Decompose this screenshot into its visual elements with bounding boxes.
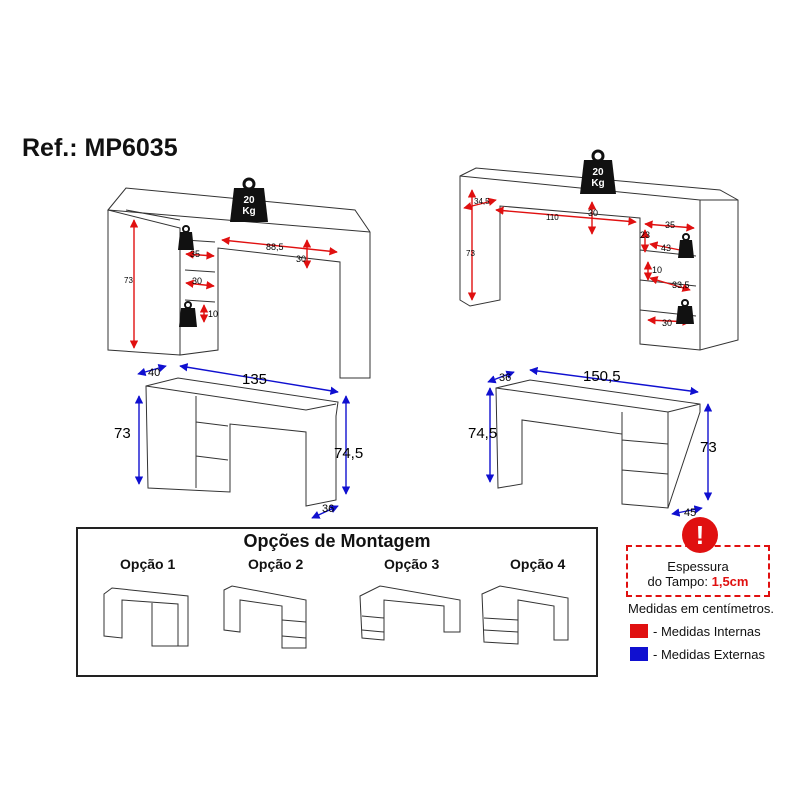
- weight-4kg-right-icon: [676, 299, 694, 324]
- right-internal-d4: 10: [652, 265, 662, 275]
- right-internal-dimensions: [463, 189, 695, 326]
- exclamation-icon: !: [682, 517, 718, 553]
- legend-external-swatch: [630, 647, 648, 661]
- right-external-view: [495, 379, 701, 509]
- right-internal-top-gap: 34,5: [474, 197, 490, 206]
- weight-20kg-right-icon: [580, 149, 616, 194]
- thickness-value: 1,5cm: [711, 574, 749, 589]
- right-internal-width: 110: [546, 213, 559, 222]
- left-external-view: [145, 377, 339, 507]
- option-4-label: Opção 4: [510, 556, 566, 572]
- right-external-height-right: 73: [700, 439, 717, 456]
- legend-external: - Medidas Externas: [630, 647, 765, 662]
- left-external-height-left: 73: [114, 425, 131, 442]
- right-internal-height: 73: [466, 249, 475, 258]
- weight-4kg-icon: [179, 301, 197, 327]
- right-external-height-left: 74,5: [468, 425, 497, 442]
- thickness-label: do Tampo:: [647, 574, 708, 589]
- reference-code: Ref.: MP6035: [22, 134, 178, 162]
- left-external-width: 135: [242, 371, 267, 388]
- left-external-depth: 40: [148, 367, 160, 379]
- right-internal-d2: 23: [640, 230, 650, 240]
- option-3-label: Opção 3: [384, 556, 440, 572]
- weight-8kg-icon: [178, 225, 194, 250]
- left-external-dimensions: [134, 363, 351, 519]
- legend-internal-swatch: [630, 624, 648, 638]
- left-internal-d2: 30: [192, 276, 202, 286]
- option-4-thumbnail: [481, 585, 569, 645]
- left-internal-d1: 35: [190, 249, 200, 259]
- option-2-thumbnail: [223, 585, 307, 649]
- option-3-thumbnail: [359, 585, 461, 641]
- right-external-width: 150,5: [583, 368, 621, 385]
- right-external-dimensions: [485, 366, 713, 517]
- left-internal-dimensions: [129, 219, 338, 349]
- option-1-label: Opção 1: [120, 556, 176, 572]
- option-2-label: Opção 2: [248, 556, 304, 572]
- left-internal-depth: 30: [296, 254, 306, 264]
- right-external-depth: 36: [499, 372, 511, 384]
- right-external-depth-bottom: 45: [684, 507, 696, 519]
- left-external-height-right: 74,5: [334, 445, 363, 462]
- right-internal-d5: 33,5: [672, 280, 690, 290]
- right-internal-d6: 30: [662, 318, 672, 328]
- legend-internal-label: - Medidas Internas: [653, 624, 761, 639]
- left-internal-view: [107, 187, 371, 379]
- weight-8kg-right-icon: [678, 233, 694, 258]
- right-internal-view: [459, 167, 739, 351]
- left-external-depth-bottom: 36: [322, 503, 334, 515]
- weight-20kg-icon: [230, 177, 268, 222]
- assembly-options-panel: Opções de Montagem Opção 1 Opção 2 Opção…: [76, 527, 598, 677]
- right-internal-d1: 35: [665, 220, 675, 230]
- left-internal-d3: 10: [208, 309, 218, 319]
- left-internal-width: 88,5: [266, 242, 284, 252]
- tabletop-thickness-box: Espessura do Tampo: 1,5cm: [626, 545, 770, 597]
- units-note: Medidas em centímetros.: [628, 601, 774, 616]
- option-1-thumbnail: [103, 587, 189, 647]
- thickness-line2: do Tampo: 1,5cm: [628, 574, 768, 589]
- thickness-line1: Espessura: [667, 559, 729, 574]
- right-internal-d3: 43: [661, 243, 671, 253]
- assembly-options-title: Opções de Montagem: [243, 531, 431, 551]
- legend-internal: - Medidas Internas: [630, 624, 761, 639]
- left-internal-height: 73: [124, 276, 133, 285]
- legend-external-label: - Medidas Externas: [653, 647, 765, 662]
- right-internal-depth: 30: [588, 208, 598, 218]
